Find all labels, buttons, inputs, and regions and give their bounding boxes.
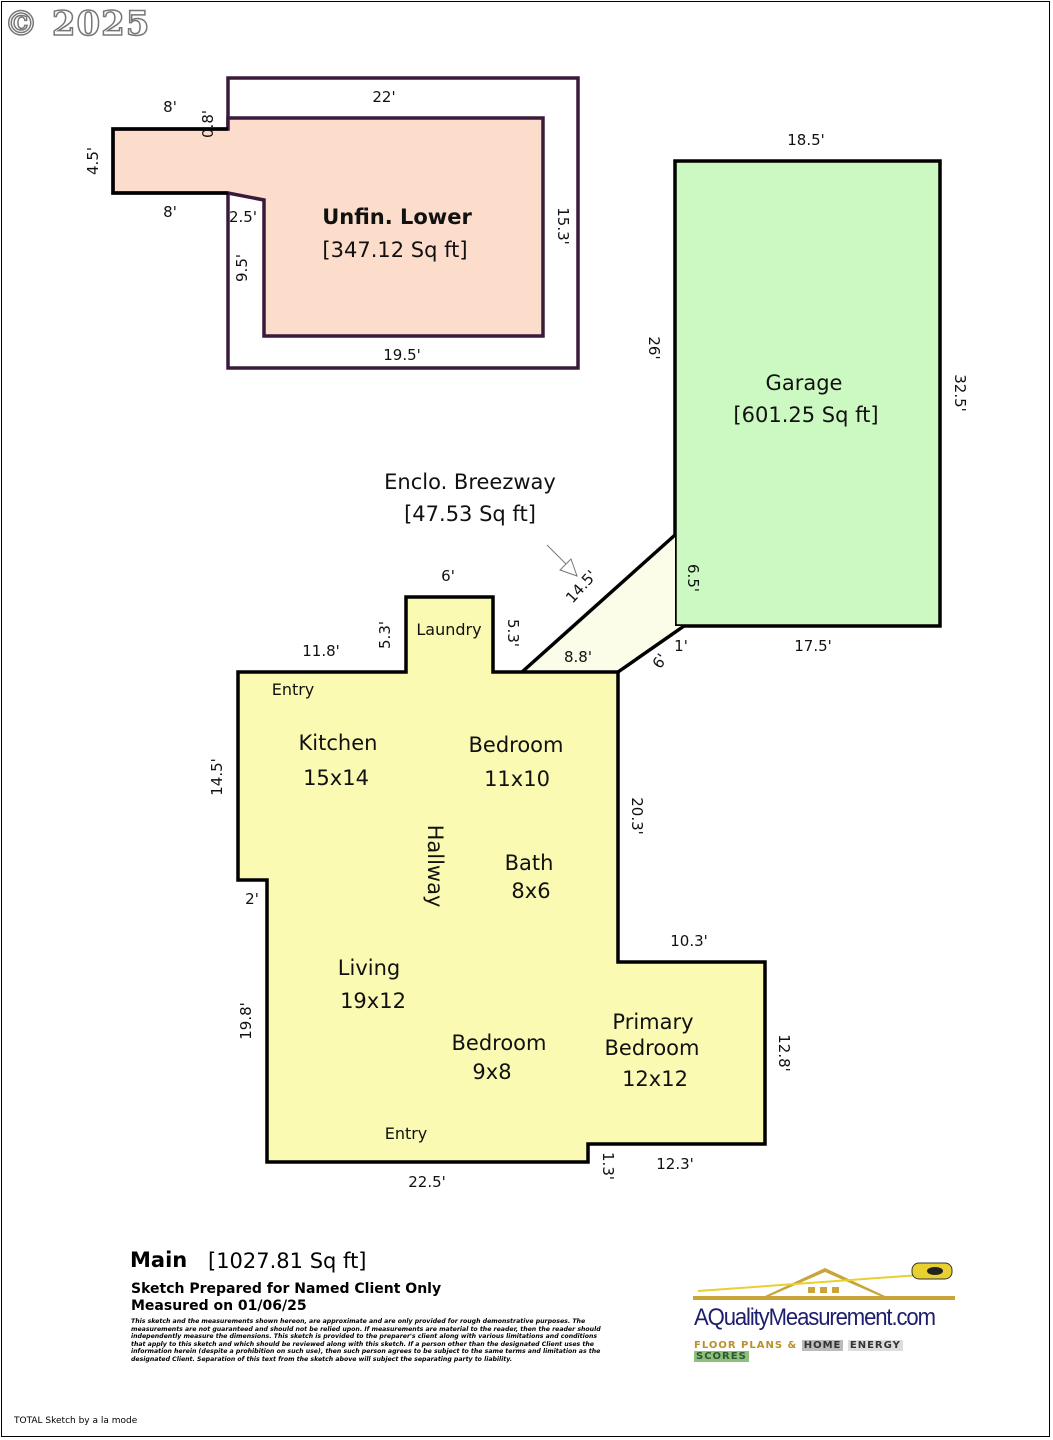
garage-area — [673, 159, 942, 628]
measured-date: Measured on 01/06/25 — [131, 1298, 307, 1314]
main-floor-area — [236, 595, 767, 1164]
dim-label: 12.8' — [775, 1034, 793, 1072]
dim-label: 4.5' — [84, 147, 102, 175]
logo-scores: SCORES — [694, 1351, 749, 1362]
dim-label: 14.5' — [208, 758, 226, 796]
garage-name: Garage — [766, 371, 843, 395]
room-entry: Entry — [272, 680, 315, 699]
dim-label: 17.5' — [794, 637, 832, 655]
footer-credit: TOTAL Sketch by a la mode — [14, 1416, 138, 1426]
dim-label: 2' — [245, 890, 259, 908]
summary-title: Main — [130, 1248, 188, 1272]
logo-home: HOME — [801, 1340, 844, 1351]
dim-label: 8' — [163, 203, 177, 221]
room-primary-bedroom: Bedroom — [605, 1036, 700, 1060]
room-bedroom-size: 11x10 — [484, 767, 550, 791]
room-bedroom-2: Bedroom — [452, 1031, 547, 1055]
breezeway-name: Enclo. Breezway — [384, 470, 556, 494]
room-bath: Bath — [505, 851, 554, 875]
company-logo: AQualityMeasurement.com FLOOR PLANS & HO… — [690, 1260, 960, 1365]
dim-label: 9.5' — [233, 254, 251, 282]
prepared-note: Sketch Prepared for Named Client Only — [131, 1281, 442, 1297]
dim-label: 6' — [441, 567, 455, 585]
room-living: Living — [338, 956, 400, 980]
logo-tagline: FLOOR PLANS & HOME ENERGY SCORES — [694, 1340, 960, 1362]
dim-label: 15.3' — [554, 207, 572, 245]
prepared-info: Sketch Prepared for Named Client Only Me… — [131, 1281, 441, 1315]
dim-label: 19.8' — [237, 1002, 255, 1040]
lower-name: Unfin. Lower — [322, 205, 472, 229]
logo-name: AQualityMeasurement.com — [694, 1304, 936, 1331]
dim-label: 26' — [645, 336, 663, 359]
room-bedroom: Bedroom — [469, 733, 564, 757]
dim-label: 32.5' — [951, 374, 969, 412]
room-laundry: Laundry — [416, 620, 481, 639]
dim-label: 10.3' — [670, 932, 708, 950]
dim-label: 20.3' — [628, 797, 646, 835]
lower-area: [347.12 Sq ft] — [322, 238, 467, 262]
dim-label: 5.3' — [376, 621, 394, 649]
breezeway-area-label: [47.53 Sq ft] — [404, 502, 536, 526]
dim-label: 6' — [649, 650, 672, 672]
arrow-icon — [546, 544, 578, 577]
dim-label: 18.5' — [787, 131, 825, 149]
dim-label: 1' — [674, 637, 688, 655]
copyright-watermark: © 2025 — [3, 3, 151, 45]
dim-label: 8' — [163, 98, 177, 116]
logo-energy: ENERGY — [847, 1340, 903, 1351]
summary-area: [1027.81 Sq ft] — [208, 1249, 367, 1273]
dim-label: 8.8' — [564, 648, 592, 666]
dim-label: 5.3' — [504, 619, 522, 647]
dim-label: 0.8' — [199, 110, 217, 138]
room-primary-size: 12x12 — [622, 1067, 688, 1091]
dim-label: 22' — [372, 88, 395, 106]
room-kitchen-size: 15x14 — [303, 766, 369, 790]
logo-sub: FLOOR PLANS & — [694, 1340, 798, 1351]
room-living-size: 19x12 — [340, 989, 406, 1013]
dim-label: 22.5' — [408, 1173, 446, 1191]
dim-label: 12.3' — [656, 1155, 694, 1173]
disclaimer: This sketch and the measurements shown h… — [131, 1318, 601, 1363]
dim-label: 11.8' — [302, 642, 340, 660]
room-bedroom-2-size: 9x8 — [472, 1060, 511, 1084]
house-tape-icon — [693, 1262, 955, 1300]
garage-area-label: [601.25 Sq ft] — [733, 403, 878, 427]
dim-label: 6.5' — [684, 564, 702, 592]
room-bath-size: 8x6 — [511, 879, 550, 903]
room-hallway: Hallway — [423, 825, 447, 908]
dim-label: 19.5' — [383, 346, 421, 364]
dim-label: 1.3' — [599, 1152, 617, 1180]
room-entry-2: Entry — [385, 1124, 428, 1143]
dim-label: 2.5' — [229, 208, 257, 226]
room-kitchen: Kitchen — [299, 731, 378, 755]
room-primary: Primary — [612, 1010, 693, 1034]
